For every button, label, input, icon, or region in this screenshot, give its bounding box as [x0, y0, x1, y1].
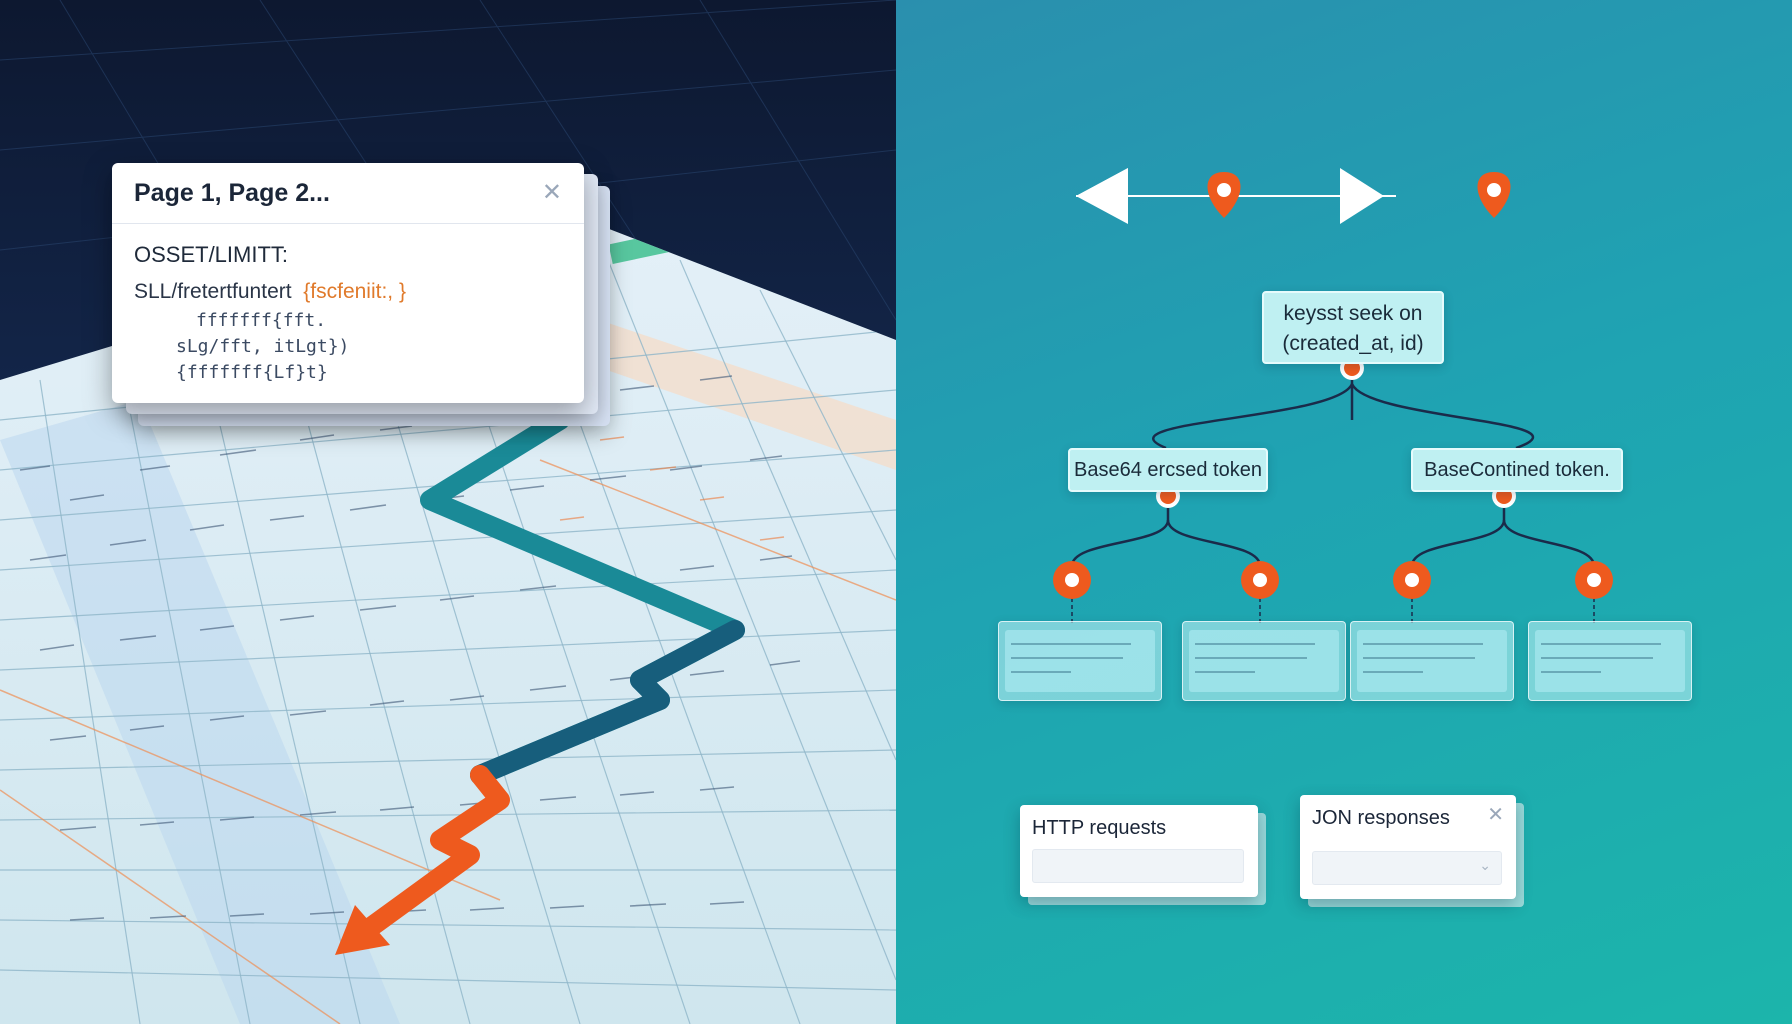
leaf-record-content	[1535, 630, 1685, 692]
map-pin-icon	[1207, 172, 1241, 218]
http-requests-card: HTTP requests	[1020, 805, 1258, 897]
leaf-record-text-lines	[1195, 643, 1315, 673]
leaf-record-content	[1005, 630, 1155, 692]
spreadsheet-perspective	[0, 210, 896, 1024]
leaf-record-card	[1528, 621, 1692, 701]
leaf-pin	[1241, 561, 1279, 599]
code-line-1-text: SLL/fretertfuntert	[134, 280, 292, 303]
code-line-4: {fffffff{Lf}t}	[176, 362, 328, 383]
offset-card-title: Page 1, Page 2...	[134, 178, 330, 207]
leaf-record-text-lines	[1363, 643, 1483, 673]
map-pin-icon	[1477, 172, 1511, 218]
pagination-arrowhead	[335, 905, 390, 955]
leaf-record-card	[998, 621, 1162, 701]
pagination-path-orange	[350, 765, 510, 945]
leaf-record-content	[1357, 630, 1507, 692]
code-label: OSSET/LIMITT:	[134, 242, 289, 267]
chevron-down-icon: ⌄	[1479, 857, 1491, 873]
prev-arrow-head	[1076, 168, 1128, 224]
code-line-1: SLL/fretertfuntert {fscfeniit:, }	[134, 280, 562, 304]
leaf-drop-lines	[1071, 598, 1595, 624]
leaf-record-card	[1350, 621, 1514, 701]
close-icon[interactable]: ✕	[1487, 804, 1504, 826]
keyset-seek-line1: keysst seek on	[1283, 302, 1423, 325]
keyset-diagram-graphics	[1053, 168, 1613, 624]
leaf-record-card	[1182, 621, 1346, 701]
leaf-record-text-lines	[1541, 643, 1661, 673]
left-panel-offset-pagination: Page 1, Page 2... ✕ OSSET/LIMITT: SLL/fr…	[0, 0, 896, 1024]
close-icon[interactable]: ✕	[541, 179, 562, 206]
http-request-field[interactable]	[1032, 849, 1244, 883]
leaf-record-text-lines	[1011, 643, 1131, 673]
offset-limit-card: Page 1, Page 2... ✕ OSSET/LIMITT: SLL/fr…	[112, 163, 584, 403]
offset-card-header: Page 1, Page 2... ✕	[112, 163, 584, 224]
next-arrow-icon	[1340, 168, 1384, 224]
base64-token-node-right: BaseContined token.	[1411, 448, 1623, 492]
keyset-seek-line2: (created_at, id)	[1282, 332, 1424, 355]
code-line-1-param: {fscfeniit:, }	[303, 280, 406, 303]
code-line-2: fffffff{fft.	[196, 310, 327, 331]
leaf-pin	[1575, 561, 1613, 599]
leaf-pin	[1053, 561, 1091, 599]
http-card-title: HTTP requests	[1032, 817, 1167, 839]
leaf-pin	[1393, 561, 1431, 599]
json-response-dropdown[interactable]: ⌄	[1312, 851, 1502, 885]
pagination-path-dark	[470, 620, 745, 785]
tree-connectors	[1070, 368, 1596, 567]
code-line-3: sLg/fft, itLgt})	[176, 336, 350, 357]
right-panel-keyset-pagination: keysst seek on (created_at, id) Base64 e…	[896, 0, 1792, 1024]
keyset-seek-node: keysst seek on (created_at, id)	[1262, 291, 1444, 364]
leaf-record-content	[1189, 630, 1339, 692]
json-responses-card: JON responses ✕ ⌄	[1300, 795, 1516, 899]
json-card-title: JON responses	[1312, 807, 1450, 829]
base64-token-node-left: Base64 ercsed token	[1068, 448, 1268, 492]
offset-card-body: OSSET/LIMITT: SLL/fretertfuntert {fscfen…	[112, 224, 584, 404]
